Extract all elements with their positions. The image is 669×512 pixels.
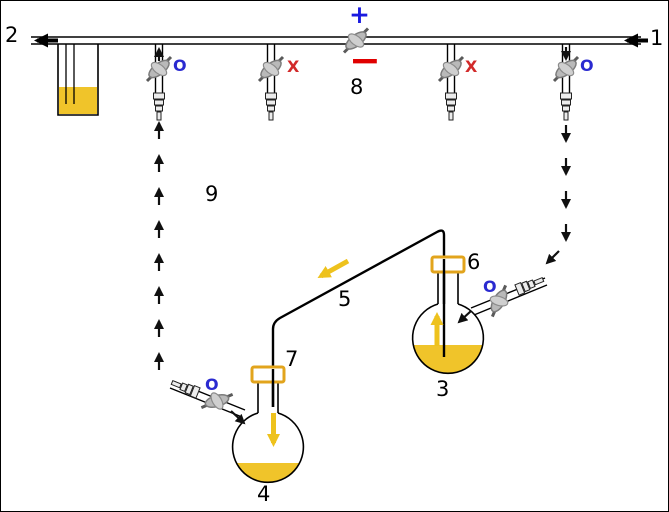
manifold-tube bbox=[31, 36, 641, 45]
stopcock-valve-icon bbox=[551, 55, 581, 83]
pressure-plus-symbol: + bbox=[349, 0, 370, 29]
receiving-flask-sidearm bbox=[169, 376, 246, 425]
manifold-port-1 bbox=[144, 44, 174, 121]
label-source-joint: 6 bbox=[467, 250, 481, 274]
manifold-port-3 bbox=[436, 44, 466, 121]
source-flask bbox=[411, 255, 485, 375]
label-return-line: 9 bbox=[205, 182, 219, 206]
transfer-direction-arrow-icon bbox=[317, 258, 350, 279]
ground-glass-joint bbox=[430, 255, 466, 274]
closed-indicator-port-2: X bbox=[287, 57, 300, 76]
label-manifold-valve: 8 bbox=[350, 75, 364, 99]
hose-barb-icon bbox=[153, 92, 165, 121]
liquid-fill bbox=[236, 463, 300, 483]
hose-barb-icon bbox=[560, 92, 572, 121]
hose-barb-icon bbox=[265, 92, 277, 121]
manifold-port-4 bbox=[551, 44, 581, 121]
open-indicator-port-1: O bbox=[173, 56, 187, 75]
label-source-flask: 3 bbox=[436, 377, 450, 401]
closed-indicator-port-3: X bbox=[465, 57, 478, 76]
pressure-minus-symbol: − bbox=[349, 38, 381, 82]
receiving-flask bbox=[231, 365, 305, 484]
label-receiving-joint: 7 bbox=[285, 347, 299, 371]
ground-glass-joint bbox=[250, 365, 286, 384]
label-outlet: 2 bbox=[5, 23, 19, 47]
gas-out-arrow-icon bbox=[230, 410, 246, 425]
source-flask-sidearm bbox=[457, 273, 548, 324]
open-indicator-port-4: O bbox=[580, 56, 594, 75]
label-inlet: 1 bbox=[650, 26, 664, 50]
bubbler bbox=[57, 44, 99, 116]
gas-in-arrow-icon bbox=[457, 310, 472, 324]
open-indicator-source-sidearm: O bbox=[483, 277, 497, 296]
label-transfer-tube: 5 bbox=[338, 287, 352, 311]
hose-barb-icon bbox=[169, 376, 201, 399]
label-receiving-flask: 4 bbox=[257, 482, 271, 506]
supply-flow-arrows bbox=[545, 125, 571, 265]
liquid-fill bbox=[413, 345, 483, 374]
transfer-tube bbox=[271, 229, 446, 407]
open-indicator-receiving-sidearm: O bbox=[205, 375, 219, 394]
hose-barb-icon bbox=[445, 92, 457, 121]
manifold-port-2 bbox=[256, 44, 286, 121]
stopcock-valve-icon bbox=[436, 55, 466, 83]
stopcock-valve-icon bbox=[256, 55, 286, 83]
